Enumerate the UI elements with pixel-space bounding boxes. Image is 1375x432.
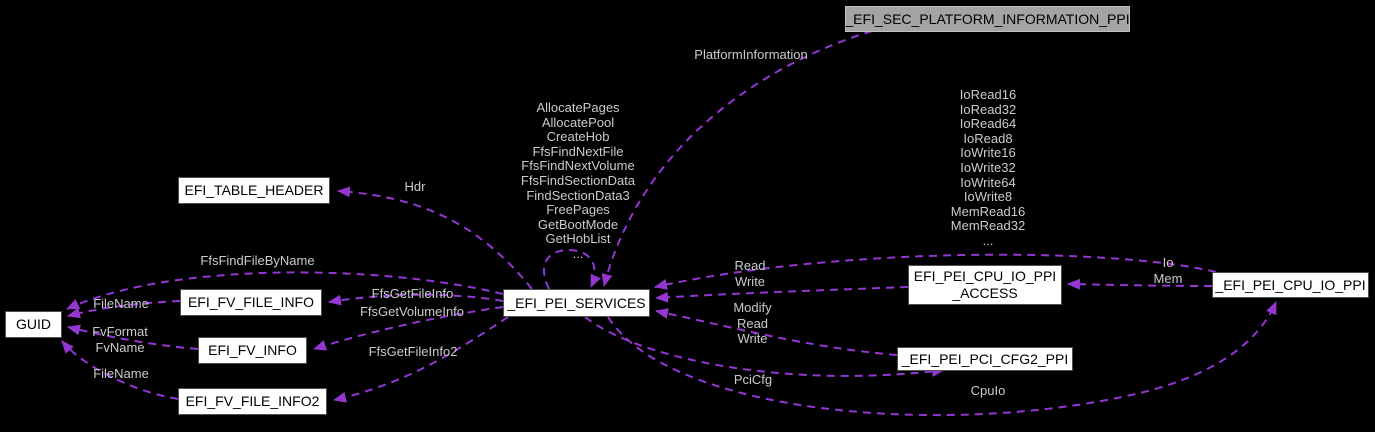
edge-label-fv-format-fv-name: FvFormat FvName bbox=[92, 324, 148, 355]
node-efi-pei-pci-cfg2-ppi[interactable]: _EFI_PEI_PCI_CFG2_PPI bbox=[897, 347, 1073, 371]
edge-label-modify-read-write: Modify Read Write bbox=[733, 300, 772, 346]
edge-label-pci-cfg: PciCfg bbox=[733, 372, 773, 387]
edge-label-file-name-top: FileName bbox=[93, 296, 149, 311]
node-efi-table-header[interactable]: EFI_TABLE_HEADER bbox=[178, 177, 330, 204]
edge-pci-cfg bbox=[584, 316, 945, 377]
edge-ffs-get-file-info bbox=[328, 293, 504, 306]
edge-cpu-io bbox=[607, 301, 1277, 417]
edge-io-mem bbox=[1067, 278, 1213, 290]
edge-file-name-top bbox=[67, 300, 181, 319]
node-efi-pei-cpu-io-ppi[interactable]: _EFI_PEI_CPU_IO_PPI bbox=[1212, 272, 1369, 298]
edge-label-cpu-io: CpuIo bbox=[970, 383, 1006, 398]
edge-label-pei-services-self: AllocatePages AllocatePool CreateHob Ffs… bbox=[520, 100, 636, 261]
edge-label-ffs-find-file-by-name: FfsFindFileByName bbox=[200, 253, 315, 268]
edge-file-name-bottom bbox=[61, 340, 179, 400]
edge-ffs-find-file-by-name bbox=[66, 271, 504, 310]
node-efi-pei-cpu-io-ppi-access[interactable]: EFI_PEI_CPU_IO_PPI _ACCESS bbox=[908, 265, 1062, 305]
node-efi-fv-info[interactable]: EFI_FV_INFO bbox=[198, 337, 307, 364]
edge-pei-services-self bbox=[543, 248, 601, 290]
node-efi-fv-file-info[interactable]: EFI_FV_FILE_INFO bbox=[180, 289, 322, 316]
edge-label-file-name-bottom: FileName bbox=[93, 366, 149, 381]
edge-cpu-io-members bbox=[654, 253, 1217, 290]
edge-label-ffs-get-volume-info: FfsGetVolumeInfo bbox=[359, 304, 465, 319]
edge-label-read-write: Read Write bbox=[734, 258, 766, 289]
edge-label-io-mem: Io Mem bbox=[1153, 255, 1183, 286]
edge-hdr bbox=[337, 186, 533, 290]
node-efi-pei-services[interactable]: _EFI_PEI_SERVICES bbox=[503, 289, 650, 317]
edge-label-cpu-io-members: IoRead16 IoRead32 IoRead64 IoRead8 IoWri… bbox=[950, 87, 1026, 248]
edge-label-ffs-get-file-info2: FfsGetFileInfo2 bbox=[368, 344, 458, 359]
node-guid[interactable]: GUID bbox=[5, 311, 62, 338]
edge-label-platform-information: PlatformInformation bbox=[694, 47, 808, 62]
edge-modify-read-write bbox=[655, 308, 898, 356]
node-efi-fv-file-info2[interactable]: EFI_FV_FILE_INFO2 bbox=[178, 388, 327, 415]
node-efi-sec-platform-information-ppi[interactable]: _EFI_SEC_PLATFORM_INFORMATION_PPI bbox=[845, 6, 1130, 32]
edge-label-ffs-get-file-info: FfsGetFileInfo bbox=[371, 286, 454, 301]
edge-platform-information bbox=[601, 30, 873, 287]
edge-read-write bbox=[655, 286, 909, 303]
edge-fv-format-fv-name bbox=[67, 324, 199, 350]
edge-label-hdr: Hdr bbox=[404, 179, 426, 194]
edge-ffs-get-volume-info bbox=[313, 306, 504, 351]
